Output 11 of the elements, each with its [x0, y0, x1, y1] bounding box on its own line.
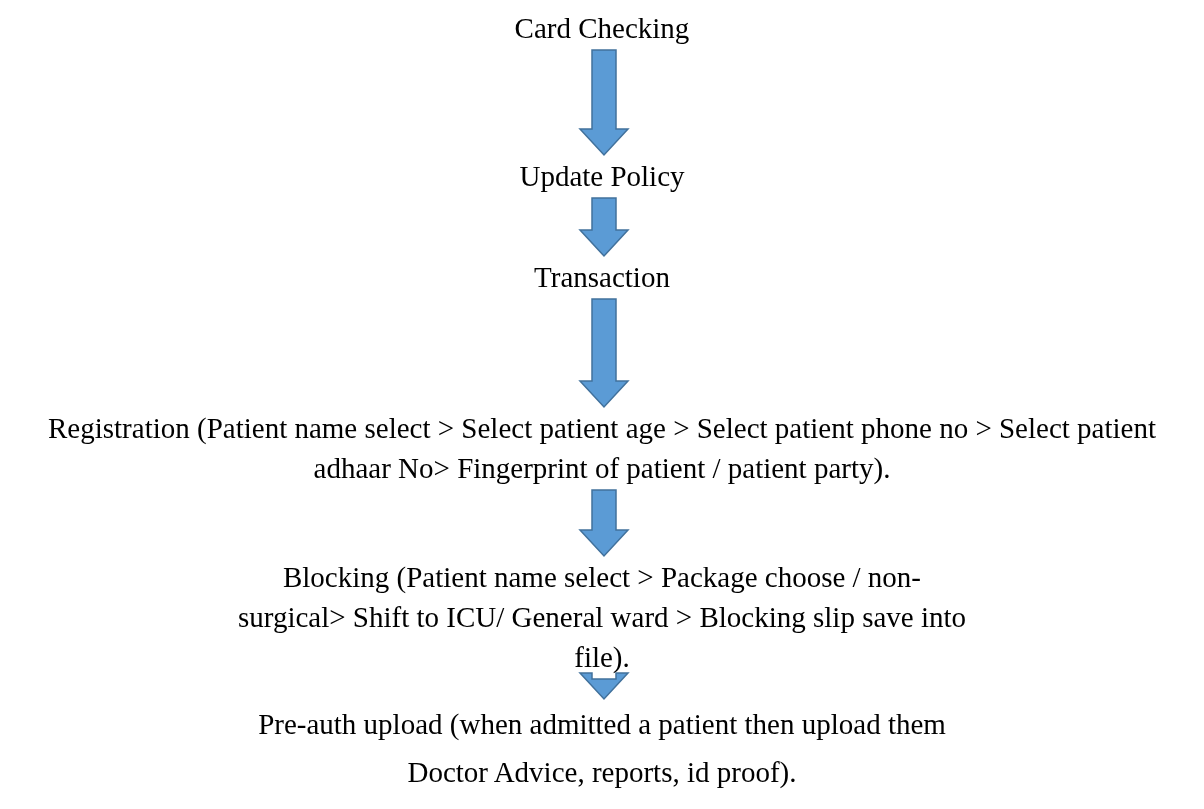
step-text: Update Policy: [518, 159, 686, 194]
block-arrow: [578, 197, 630, 258]
step-text: Blocking (Patient name select > Package choose / non-surgical> Shift to ICU/ General ward > Blocking slip save into file).: [236, 560, 968, 675]
step-text: Transaction: [533, 260, 671, 295]
block-arrow: [578, 49, 630, 157]
block-arrow: [578, 298, 630, 409]
block-arrow: [578, 672, 630, 701]
step-text: Pre-auth upload (when admitted a patient then upload them Doctor Advice, reports, id proof).: [257, 707, 947, 790]
step-text: Card Checking: [513, 11, 691, 46]
step-text: Registration (Patient name select > Select patient age > Select patient phone no > Select patient adhaar No> Fingerprint of patient / patient party).: [47, 411, 1157, 486]
block-arrow: [578, 489, 630, 558]
